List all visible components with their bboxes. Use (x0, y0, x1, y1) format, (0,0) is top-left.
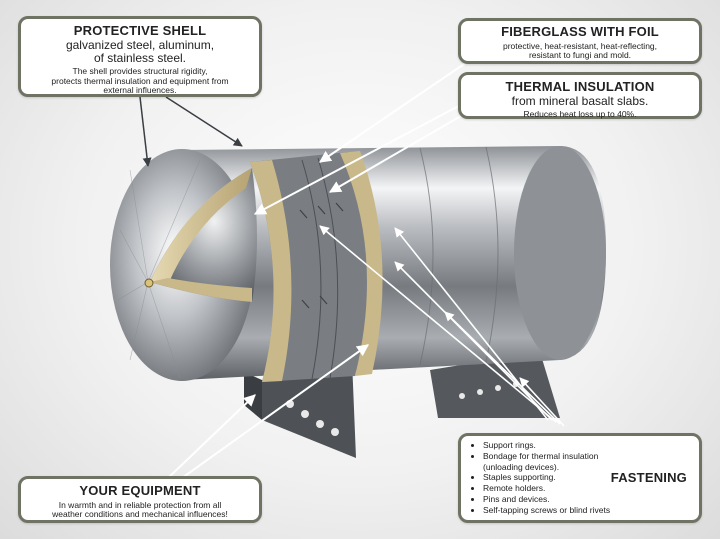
protective-shell-title: PROTECTIVE SHELL (29, 24, 251, 39)
your-equipment-callout: YOUR EQUIPMENT In warmth and in reliable… (18, 476, 262, 523)
protective-shell-subtitle-2: of stainless steel. (29, 52, 251, 65)
fastening-item: Self-tapping screws or blind rivets (483, 505, 611, 516)
fastening-item: Support rings. (483, 440, 611, 451)
your-equipment-title: YOUR EQUIPMENT (29, 484, 251, 499)
fiberglass-foil-callout: FIBERGLASS WITH FOIL protective, heat-re… (458, 18, 702, 64)
fastening-item: Pins and devices. (483, 494, 611, 505)
fastening-callout: Support rings. Bondage for thermal insul… (458, 433, 702, 523)
fastening-item: Staples supporting. (483, 472, 611, 483)
thermal-insulation-subtitle: from mineral basalt slabs. (469, 95, 691, 108)
thermal-insulation-desc: Reduces heat loss up to 40%. (469, 110, 691, 120)
thermal-insulation-callout: THERMAL INSULATION from mineral basalt s… (458, 72, 702, 119)
fastening-item: Bondage for thermal insulation (unloadin… (483, 451, 611, 473)
fiberglass-foil-title: FIBERGLASS WITH FOIL (469, 25, 691, 40)
protective-shell-desc-3: external influences. (29, 86, 251, 96)
fastening-item: Remote holders. (483, 483, 611, 494)
fiberglass-foil-desc-2: resistant to fungi and mold. (469, 51, 691, 61)
your-equipment-desc-2: weather conditions and mechanical influe… (29, 510, 251, 520)
thermal-insulation-title: THERMAL INSULATION (469, 80, 691, 95)
fastening-title: FASTENING (611, 471, 687, 486)
protective-shell-callout: PROTECTIVE SHELL galvanized steel, alumi… (18, 16, 262, 97)
fastening-list: Support rings. Bondage for thermal insul… (469, 440, 611, 515)
tank-far-end (514, 146, 606, 360)
protective-shell-subtitle-1: galvanized steel, aluminum, (29, 39, 251, 52)
